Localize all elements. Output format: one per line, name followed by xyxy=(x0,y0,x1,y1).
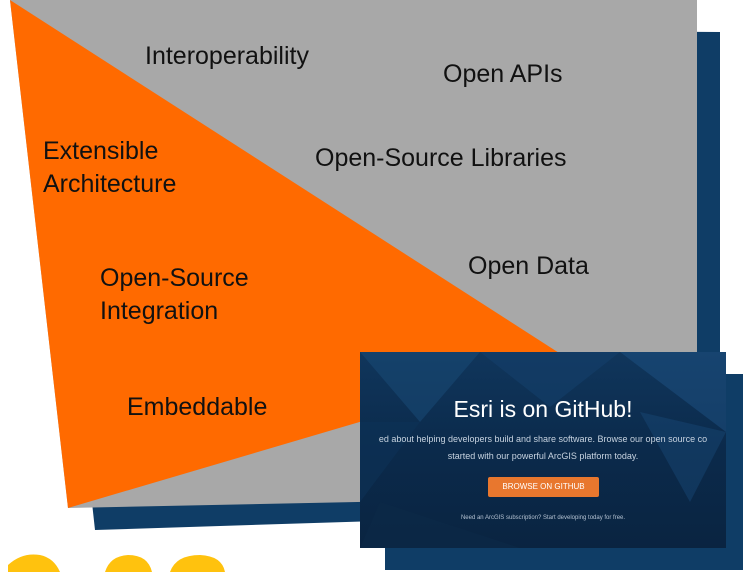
yellow-letter-fragments xyxy=(8,554,225,572)
label-interoperability: Interoperability xyxy=(145,42,309,70)
label-open-data: Open Data xyxy=(468,252,589,280)
github-description-line-2: started with our powerful ArcGIS platfor… xyxy=(447,451,639,461)
github-title: Esri is on GitHub! xyxy=(453,396,633,422)
github-footer-text: Need an ArcGIS subscription? Start devel… xyxy=(460,515,626,521)
label-open-source-integration: Open-Source Integration xyxy=(100,264,249,325)
github-description-line-1: ed about helping developers build and sh… xyxy=(378,434,708,444)
background-facets xyxy=(360,352,726,548)
github-screenshot: Esri is on GitHub! ed about helping deve… xyxy=(360,352,726,548)
label-open-apis: Open APIs xyxy=(443,60,563,88)
label-open-source-libraries: Open-Source Libraries xyxy=(315,144,567,172)
label-extensible-architecture: Extensible Architecture xyxy=(43,137,177,198)
label-embeddable: Embeddable xyxy=(127,393,268,421)
browse-on-github-button[interactable]: BROWSE ON GITHUB xyxy=(488,477,599,497)
